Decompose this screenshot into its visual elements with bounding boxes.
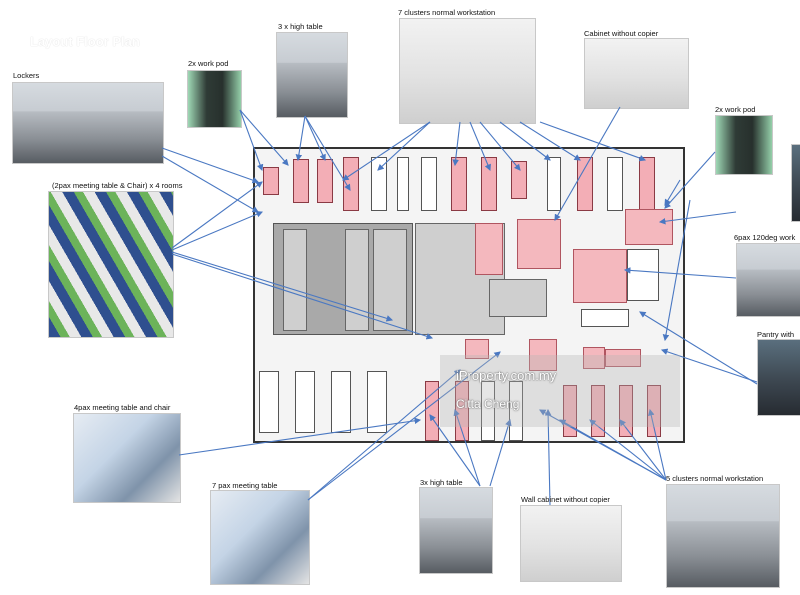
photo-edge-right	[791, 144, 800, 222]
fp-stair	[373, 229, 407, 331]
label-meeting-table-7pax: 7 pax meeting table	[212, 481, 278, 490]
fp-meeting-table	[367, 371, 387, 433]
fp-meeting-table	[295, 371, 315, 433]
fp-cluster	[371, 157, 387, 211]
label-clusters-5: 5 clusters normal workstation	[666, 474, 764, 483]
fp-cluster	[293, 159, 309, 203]
fp-cluster	[577, 157, 593, 211]
label-work-pod-right: 2x work pod	[715, 105, 756, 114]
watermark-band	[440, 355, 680, 427]
photo-cabinet-top	[584, 38, 689, 109]
fp-cluster	[639, 157, 655, 211]
fp-meeting-room	[573, 249, 627, 303]
label-6pax-120deg: 6pax 120deg work	[734, 233, 796, 242]
fp-cluster	[509, 381, 523, 441]
photo-meeting-rooms-2pax	[48, 191, 174, 338]
label-high-table-bottom: 3x high table	[420, 478, 463, 487]
fp-cluster	[481, 157, 497, 211]
photo-pantry	[757, 339, 800, 416]
watermark-agent: Citta Cheng	[456, 397, 520, 411]
fp-cluster	[343, 157, 359, 211]
watermark-brand: iProperty.com.my	[456, 368, 557, 383]
fp-room	[489, 279, 547, 317]
photo-clusters-7	[399, 18, 536, 124]
label-high-table-top: 3 x high table	[278, 22, 323, 31]
label-lockers: Lockers	[13, 71, 40, 80]
label-pantry: Pantry with	[757, 330, 795, 339]
fp-room	[627, 249, 659, 301]
fp-cluster	[451, 157, 467, 211]
fp-lift	[283, 229, 307, 331]
fp-cluster	[607, 157, 623, 211]
fp-desk	[581, 309, 629, 327]
fp-lift	[345, 229, 369, 331]
label-cabinet-top: Cabinet without copier	[584, 29, 659, 38]
fp-cluster	[547, 157, 561, 211]
fp-room-pink	[583, 347, 605, 369]
callout-arrow	[171, 181, 263, 249]
photo-work-pod-left	[187, 70, 242, 128]
fp-cluster	[511, 161, 527, 199]
fp-cluster	[425, 381, 439, 441]
label-work-pod-left: 2x work pod	[188, 59, 229, 68]
fp-room-pink	[625, 209, 673, 245]
photo-wall-cabinet	[520, 505, 622, 582]
photo-clusters-5	[666, 484, 780, 588]
fp-meeting-table	[331, 371, 351, 433]
fp-room-pink	[517, 219, 561, 269]
page-title: Layout Floor Plan	[30, 34, 140, 49]
label-clusters-7: 7 clusters normal workstation	[398, 8, 496, 17]
photo-meeting-table-chair	[73, 413, 181, 503]
fp-meeting-table	[259, 371, 279, 433]
fp-cluster	[317, 159, 333, 203]
callout-arrow	[161, 147, 260, 184]
fp-cluster	[263, 167, 279, 195]
photo-lockers	[12, 82, 164, 164]
fp-room-pink	[529, 339, 557, 371]
callout-arrow	[171, 211, 264, 251]
label-meeting-rooms-2pax: (2pax meeting table & Chair) x 4 rooms	[52, 181, 183, 190]
label-wall-cabinet: Wall cabinet without copier	[521, 495, 610, 504]
fp-cluster	[421, 157, 437, 211]
label-meeting-table-chair: 4pax meeting table and chair	[74, 403, 171, 412]
photo-high-table-top	[276, 32, 348, 118]
photo-6pax-120deg	[736, 243, 800, 317]
photo-meeting-table-7pax	[210, 490, 310, 585]
photo-work-pod-right	[715, 115, 773, 175]
photo-high-table-bottom	[419, 487, 493, 574]
fp-room-pink	[475, 223, 503, 275]
fp-cluster	[397, 157, 409, 211]
